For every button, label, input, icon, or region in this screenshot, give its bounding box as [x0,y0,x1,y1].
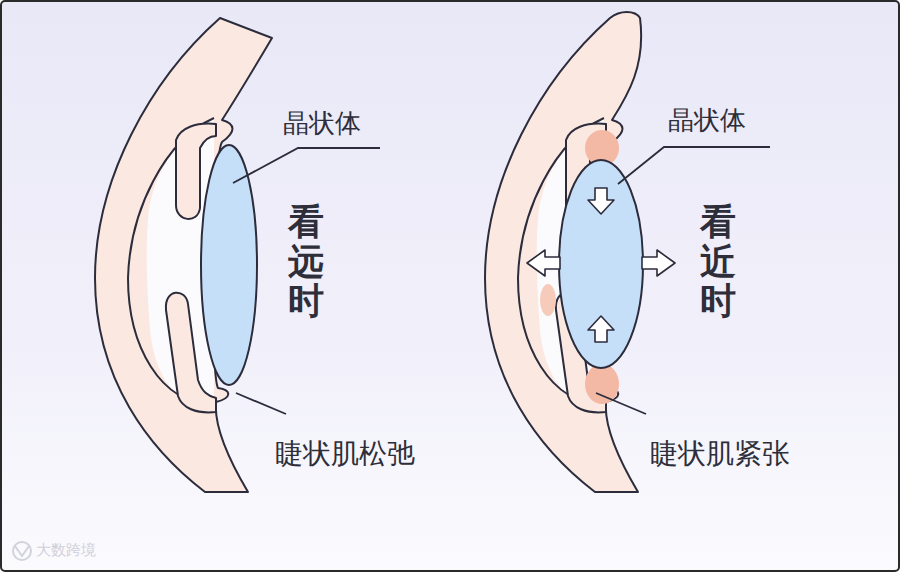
muscle-label: 睫状肌紧张 [650,437,790,471]
view-label: 看近时 [700,202,736,321]
lens-near [527,160,675,368]
part-label: 晶状体 [283,108,361,139]
part-label: 晶状体 [668,105,746,136]
watermark: 大数跨境 [36,541,96,559]
eye-far [95,18,272,492]
watermark-logo [13,542,31,560]
view-label: 看远时 [288,202,324,321]
muscle-label: 睫状肌松弛 [275,437,415,471]
leader-lines [233,147,770,414]
